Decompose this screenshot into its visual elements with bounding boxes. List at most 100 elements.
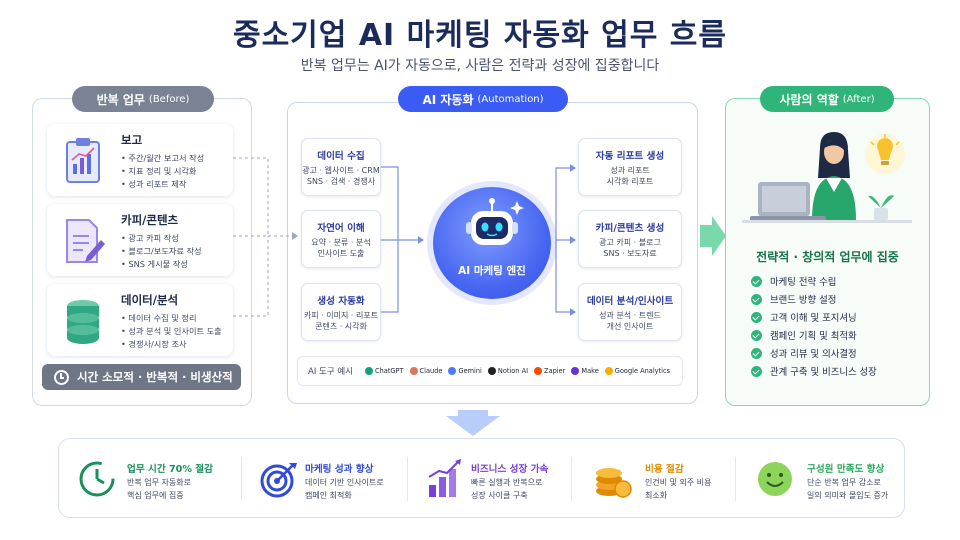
benefit-line: 데이터 기반 인사이트로 — [305, 478, 384, 487]
notion-icon — [487, 367, 496, 375]
benefit-title: 마케팅 성과 향상 — [305, 464, 374, 475]
benefit-line: 인건비 및 외주 비용 — [645, 478, 712, 487]
ai-output-content: 카피/콘텐츠 생성 광고 카피 · 블로그 SNS · 보도자료 — [578, 210, 682, 268]
after-pill: 사람의 역할(After) — [760, 86, 894, 112]
ai-input-line: SNS · 검색 · 경쟁사 — [306, 177, 376, 186]
before-card-content: 카피/콘텐츠 • 광고 카피 작성 • 블로그/보도자료 작성 • SNS 게시… — [47, 204, 233, 276]
connector-before-data — [233, 236, 269, 317]
tool-zapier: Zapier — [534, 367, 565, 375]
tool-name: Zapier — [544, 367, 566, 375]
before-card-report-line: • 성과 리포트 제작 — [121, 179, 187, 189]
target-icon — [260, 463, 297, 498]
ai-output-line: 개선 인사이트 — [606, 322, 654, 331]
benefit-growth: 비즈니스 성장 가속 빠른 실행과 반복으로 성장 사이클 구축 — [425, 439, 575, 519]
ai-engine-label: AI 마케팅 엔진 — [458, 265, 526, 277]
clock-icon — [79, 461, 115, 497]
after-pill-sub: (After) — [842, 93, 875, 105]
benefit-title: 비용 절감 — [645, 464, 684, 475]
benefit-line: 캠페인 최적화 — [305, 491, 352, 500]
tool-notion-ai: Notion AI — [487, 367, 528, 375]
benefit-divider — [241, 457, 242, 501]
before-pill: 반복 업무(Before) — [72, 86, 214, 112]
after-item-label: 마케팅 전략 수립 — [770, 277, 837, 288]
connector-input-1 — [381, 166, 399, 243]
benefit-title: 구성원 만족도 향상 — [807, 464, 885, 475]
ai-pill: AI 자동화(Automation) — [398, 86, 568, 112]
arrowhead-engine-in — [418, 236, 424, 244]
ai-output-title: 데이터 분석/인사이트 — [586, 296, 674, 307]
before-card-data-line: • 경쟁사/시장 조사 — [121, 339, 187, 349]
arrow-ai-to-after — [700, 216, 726, 256]
ai-tools-label: AI 도구 예시 — [308, 367, 354, 377]
make-icon — [571, 367, 580, 375]
after-heading: 전략적 · 창의적 업무에 집중 — [756, 250, 899, 264]
tool-name: Claude — [419, 367, 443, 375]
database-icon — [59, 294, 107, 346]
before-card-content-title: 카피/콘텐츠 — [121, 213, 179, 227]
check-icon — [751, 347, 762, 359]
gemini-icon — [448, 367, 457, 375]
coins-icon — [596, 468, 632, 498]
before-card-report-line: • 주간/월간 보고서 작성 — [121, 153, 205, 163]
person-laptop-illustration — [742, 132, 912, 223]
tool-name: Google Analytics — [614, 367, 671, 375]
tool-google-analytics: Google Analytics — [604, 367, 671, 375]
after-item: 캠페인 기획 및 최적화 — [751, 328, 857, 342]
lightbulb-icon — [870, 134, 900, 165]
tool-name: ChatGPT — [375, 367, 404, 375]
before-card-content-line: • 광고 카피 작성 — [121, 233, 179, 243]
benefit-divider — [571, 457, 572, 501]
ai-output-title: 자동 리포트 생성 — [595, 151, 665, 162]
benefit-divider — [407, 457, 408, 501]
clipboard-chart-icon — [59, 134, 107, 186]
benefit-divider — [735, 457, 736, 501]
connector-output-3 — [555, 240, 572, 313]
after-item-label: 브랜드 방향 설정 — [770, 295, 837, 306]
benefit-performance: 마케팅 성과 향상 데이터 기반 인사이트로 캠페인 최적화 — [259, 439, 409, 519]
ai-input-data-collection: 데이터 수집 광고 · 웹사이트 · CRM SNS · 검색 · 경쟁사 — [301, 138, 381, 196]
after-pill-main: 사람의 역할 — [779, 92, 839, 107]
benefit-cost: 비용 절감 인건비 및 외주 비용 최소화 — [593, 439, 743, 519]
robot-icon — [466, 198, 524, 245]
ai-input-title: 자연어 이해 — [317, 223, 365, 234]
zapier-icon — [534, 367, 543, 375]
ai-output-line: 광고 카피 · 블로그 — [599, 238, 661, 247]
benefit-line: 일의 의미와 몰입도 증가 — [807, 491, 889, 500]
ai-output-insight: 데이터 분석/인사이트 성과 분석 · 트렌드 개선 인사이트 — [578, 283, 682, 341]
check-icon — [751, 311, 762, 323]
after-item-label: 고객 이해 및 포지셔닝 — [770, 313, 857, 324]
ai-engine: AI 마케팅 엔진 — [433, 187, 551, 299]
claude-icon — [409, 367, 418, 375]
ai-input-line: 광고 · 웹사이트 · CRM — [302, 166, 380, 175]
ai-output-line: 시각화 리포트 — [606, 177, 654, 186]
before-card-report-title: 보고 — [121, 133, 143, 147]
ai-input-line: 요약 · 분류 · 분석 — [311, 238, 371, 247]
ai-input-line: 콘텐츠 · 시각화 — [315, 322, 367, 331]
tool-claude: Claude — [409, 367, 443, 375]
tool-name: Gemini — [458, 367, 482, 375]
plant-icon — [868, 195, 894, 220]
bar-growth-icon — [428, 459, 461, 497]
benefit-line: 단순 반복 업무 감소로 — [807, 478, 881, 487]
benefit-title: 비즈니스 성장 가속 — [471, 464, 549, 475]
check-icon — [751, 293, 762, 305]
after-item: 고객 이해 및 포지셔닝 — [751, 310, 857, 324]
benefit-line: 빠른 실행과 반복으로 — [471, 478, 543, 487]
after-item-label: 성과 리뷰 및 의사결정 — [770, 349, 857, 360]
before-card-content-line: • SNS 게시물 작성 — [121, 259, 188, 269]
ai-input-title: 생성 자동화 — [317, 296, 365, 307]
ai-output-line: 성과 리포트 — [610, 166, 650, 175]
arrowhead-output-1 — [570, 164, 576, 172]
clock-icon — [54, 369, 69, 385]
benefit-line: 핵심 업무에 집중 — [127, 491, 184, 500]
ai-input-title: 데이터 수집 — [317, 151, 365, 162]
connector-input-3 — [381, 243, 399, 313]
arrowhead-output-3 — [570, 308, 576, 316]
arrowhead-before-to-ai — [292, 232, 298, 240]
after-item-label: 관계 구축 및 비즈니스 성장 — [770, 367, 877, 378]
ai-output-line: SNS · 보도자료 — [603, 249, 657, 258]
benefit-line: 반복 업무 자동화로 — [127, 478, 191, 487]
ai-pill-main: AI 자동화 — [422, 92, 474, 107]
connector-output-1 — [555, 167, 572, 240]
tool-gemini: Gemini — [448, 367, 482, 375]
